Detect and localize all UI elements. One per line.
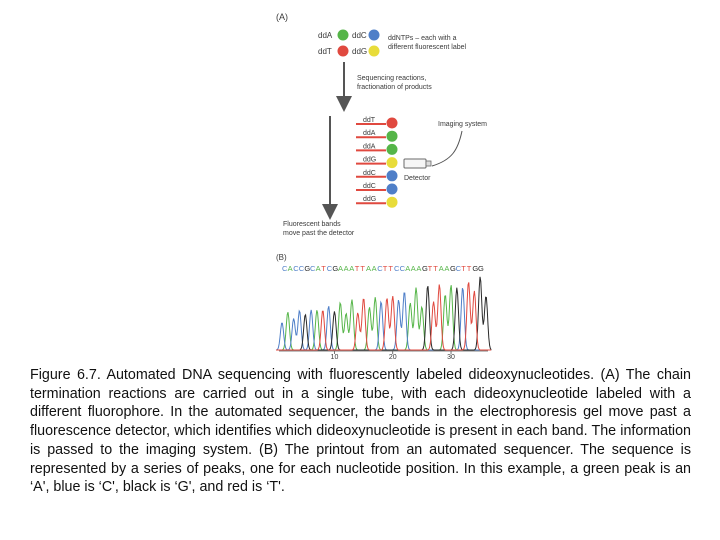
- legend-note-line-1: ddNTPs – each with a: [388, 35, 457, 42]
- sequence-base: T: [321, 264, 326, 273]
- legend-note-line-2: different fluorescent label: [388, 44, 467, 51]
- sequence-base: G: [332, 264, 338, 273]
- band-label: ddG: [363, 196, 376, 203]
- sequence-base: A: [372, 264, 377, 273]
- sequence-base: C: [327, 264, 333, 273]
- sequence-base: C: [299, 264, 305, 273]
- sequence-base: T: [388, 264, 393, 273]
- band-label-dot-icon: [386, 117, 398, 129]
- sequence-base: A: [444, 264, 449, 273]
- legend-ddc-label: ddC: [352, 31, 367, 40]
- figure-caption: Figure 6.7. Automated DNA sequencing wit…: [30, 367, 691, 496]
- sequence-base: C: [400, 264, 406, 273]
- legend-ddg-label: ddG: [352, 47, 367, 56]
- band-label: ddC: [363, 170, 376, 177]
- sequence-base: G: [422, 264, 428, 273]
- detector-lens-icon: [425, 160, 432, 167]
- detector-icon: [403, 158, 427, 169]
- ddt-dot-icon: [337, 45, 349, 57]
- sequence-base: A: [338, 264, 343, 273]
- sequence-base: A: [439, 264, 444, 273]
- imaging-connector: [431, 130, 463, 167]
- sequence-base: G: [304, 264, 310, 273]
- band-label: ddA: [363, 143, 376, 150]
- sequence-base: G: [472, 264, 478, 273]
- sequence-base: G: [478, 264, 484, 273]
- axis-tick-label: 30: [447, 354, 455, 360]
- imaging-system-label: Imaging system: [438, 121, 487, 128]
- trace-line-t: [276, 282, 492, 351]
- sequence-base: C: [293, 264, 299, 273]
- sequence-base: T: [383, 264, 388, 273]
- legend-ddt-label: ddT: [318, 47, 332, 56]
- chromatogram-trace: [275, 276, 492, 351]
- sequence-base: A: [405, 264, 410, 273]
- sequence-base: T: [467, 264, 472, 273]
- sequence-base: T: [360, 264, 365, 273]
- panel-b-label: (B): [276, 253, 287, 262]
- axis-tick-label: 10: [331, 354, 339, 360]
- sequence-base: C: [310, 264, 316, 273]
- sequence-base: A: [316, 264, 321, 273]
- band-label-dot-icon: [386, 196, 398, 208]
- sequence-base: G: [450, 264, 456, 273]
- band-label: ddC: [363, 183, 376, 190]
- sequence-base: T: [461, 264, 466, 273]
- sequence-base: T: [428, 264, 433, 273]
- sequence-base: C: [377, 264, 383, 273]
- dda-dot-icon: [337, 29, 349, 41]
- axis-tick-label: 20: [389, 354, 397, 360]
- sequence-base: A: [344, 264, 349, 273]
- band-label-dot-icon: [386, 183, 398, 195]
- sequence-base: A: [416, 264, 421, 273]
- sequence-base: A: [349, 264, 354, 273]
- ddntp-legend: ddA ddC ddT ddG ddNTPs – each with a dif…: [318, 29, 467, 57]
- band-label: ddA: [363, 130, 376, 137]
- bands-note-line-1: Fluorescent bands: [283, 221, 341, 228]
- reaction-label-line-2: fractionation of products: [357, 84, 432, 91]
- sequence-base: T: [355, 264, 360, 273]
- band-label-dot-icon: [386, 170, 398, 182]
- sequence-base: C: [394, 264, 400, 273]
- sequence-base: C: [456, 264, 462, 273]
- sequence-base: A: [411, 264, 416, 273]
- legend-dda-label: ddA: [318, 31, 333, 40]
- sequence-base: A: [288, 264, 293, 273]
- band-label: ddT: [363, 117, 376, 124]
- ddc-dot-icon: [368, 29, 380, 41]
- sequence-base: A: [366, 264, 371, 273]
- reaction-label-line-1: Sequencing reactions,: [357, 75, 426, 82]
- band-label: ddG: [363, 157, 376, 164]
- ddg-dot-icon: [368, 45, 380, 57]
- band-label-dot-icon: [386, 130, 398, 142]
- gel-bands: ddT ddA ddA ddG ddC ddC ddG: [356, 117, 398, 208]
- dna-sequencing-figure: (A) ddA ddC ddT ddG ddNTPs – each with a…: [275, 12, 492, 360]
- band-label-dot-icon: [386, 143, 398, 155]
- bands-note-line-2: move past the detector: [283, 230, 355, 237]
- position-axis: 10 20 30: [331, 351, 455, 360]
- panel-a-label: (A): [276, 12, 288, 22]
- detector-label: Detector: [404, 175, 431, 182]
- band-label-dot-icon: [386, 157, 398, 169]
- sequence-base: T: [433, 264, 438, 273]
- sequence-base: C: [282, 264, 288, 273]
